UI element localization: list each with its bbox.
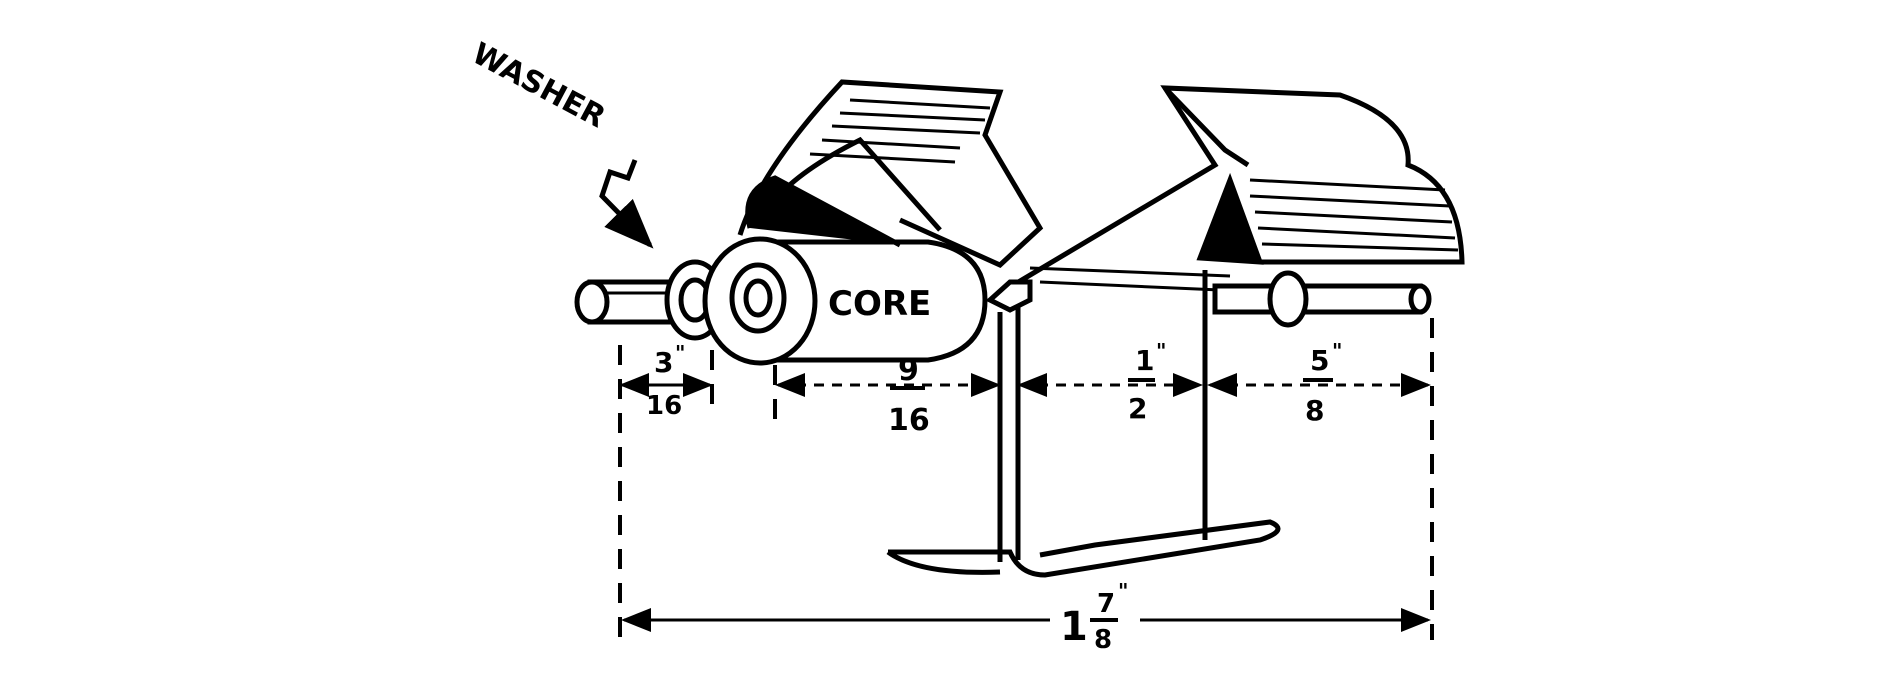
dim-overall: 1 7 " 8 bbox=[1050, 579, 1140, 655]
dim-end-shaft: 5 " 8 bbox=[1303, 339, 1342, 427]
dim-washer-spacing: 3 " 16 bbox=[646, 341, 685, 421]
svg-text:1: 1 bbox=[1135, 344, 1154, 377]
dim-core-length: 9 16 bbox=[888, 353, 930, 438]
right-pole-piece bbox=[1003, 85, 1465, 293]
svg-text:": " bbox=[1118, 579, 1128, 603]
dimension-lines bbox=[619, 373, 1431, 632]
svg-text:7: 7 bbox=[1097, 589, 1115, 619]
svg-text:3: 3 bbox=[654, 346, 673, 379]
right-shaft bbox=[1212, 270, 1432, 328]
svg-text:1: 1 bbox=[1060, 604, 1088, 650]
washer-arrow bbox=[599, 159, 654, 249]
svg-text:5: 5 bbox=[1310, 344, 1329, 377]
svg-text:9: 9 bbox=[898, 353, 919, 388]
svg-text:8: 8 bbox=[1094, 625, 1112, 655]
svg-text:16: 16 bbox=[888, 403, 930, 438]
svg-text:16: 16 bbox=[646, 391, 682, 421]
core-label: CORE bbox=[828, 284, 931, 324]
left-pole-piece bbox=[737, 79, 1044, 268]
central-arm bbox=[886, 270, 1281, 578]
svg-text:": " bbox=[675, 341, 685, 365]
core-cylinder bbox=[702, 236, 988, 366]
svg-text:8: 8 bbox=[1305, 394, 1324, 427]
dim-middle-gap: 1 " 2 bbox=[1128, 339, 1166, 425]
washer-label: WASHER bbox=[466, 36, 611, 135]
svg-text:2: 2 bbox=[1128, 392, 1147, 425]
svg-text:": " bbox=[1332, 339, 1342, 363]
svg-text:": " bbox=[1156, 339, 1166, 363]
